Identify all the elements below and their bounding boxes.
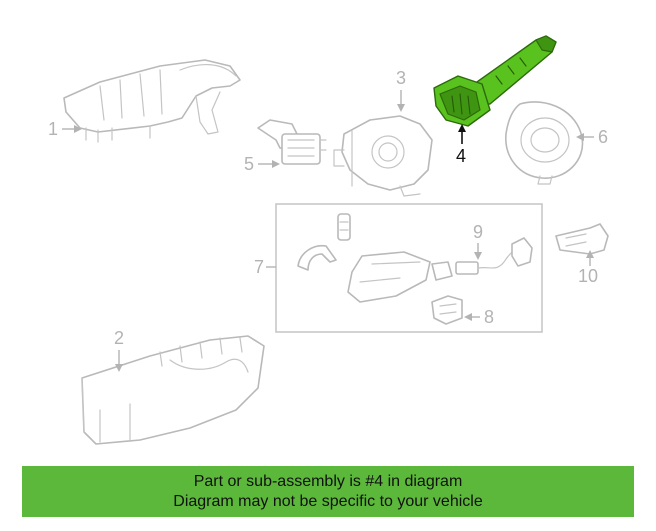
part-7-group-box (275, 203, 543, 333)
callout-1-label: 1 (48, 119, 58, 139)
callout-9: 9 (473, 222, 483, 260)
notice-banner: Part or sub-assembly is #4 in diagram Di… (22, 466, 634, 517)
callout-10-label: 10 (578, 266, 598, 286)
part-3-lock-housing[interactable] (333, 115, 433, 197)
part-5-switch[interactable] (257, 119, 327, 165)
banner-line-2: Diagram may not be specific to your vehi… (173, 492, 483, 510)
callout-5-label: 5 (244, 154, 254, 174)
banner-line-1: Part or sub-assembly is #4 in diagram (193, 472, 463, 490)
callout-3-label: 3 (396, 68, 406, 88)
callout-6: 6 (576, 127, 608, 147)
callout-2: 2 (114, 328, 124, 372)
callout-7-label: 7 (254, 257, 264, 277)
part-4-multifunction-switch[interactable] (433, 35, 557, 127)
part-8-switch[interactable] (431, 295, 463, 325)
callout-4: 4 (456, 124, 466, 166)
parts-diagram: 1 5 3 4 (48, 35, 609, 445)
part-10-connector[interactable] (555, 223, 609, 255)
callout-8: 8 (464, 307, 494, 327)
callout-4-label: 4 (456, 146, 466, 166)
callout-8-label: 8 (484, 307, 494, 327)
callout-9-label: 9 (473, 222, 483, 242)
callout-2-label: 2 (114, 328, 124, 348)
part-1-upper-shroud[interactable] (63, 59, 241, 143)
callout-5: 5 (244, 154, 280, 174)
part-7-lock-cylinder-assembly[interactable] (297, 213, 453, 303)
callout-3: 3 (396, 68, 406, 112)
callout-6-label: 6 (598, 127, 608, 147)
part-9-harness[interactable] (455, 237, 533, 275)
part-2-lower-shroud[interactable] (81, 335, 265, 445)
callout-1: 1 (48, 119, 82, 139)
part-6-clockspring[interactable] (505, 101, 584, 185)
callout-7: 7 (254, 257, 276, 277)
callout-10: 10 (578, 250, 598, 286)
